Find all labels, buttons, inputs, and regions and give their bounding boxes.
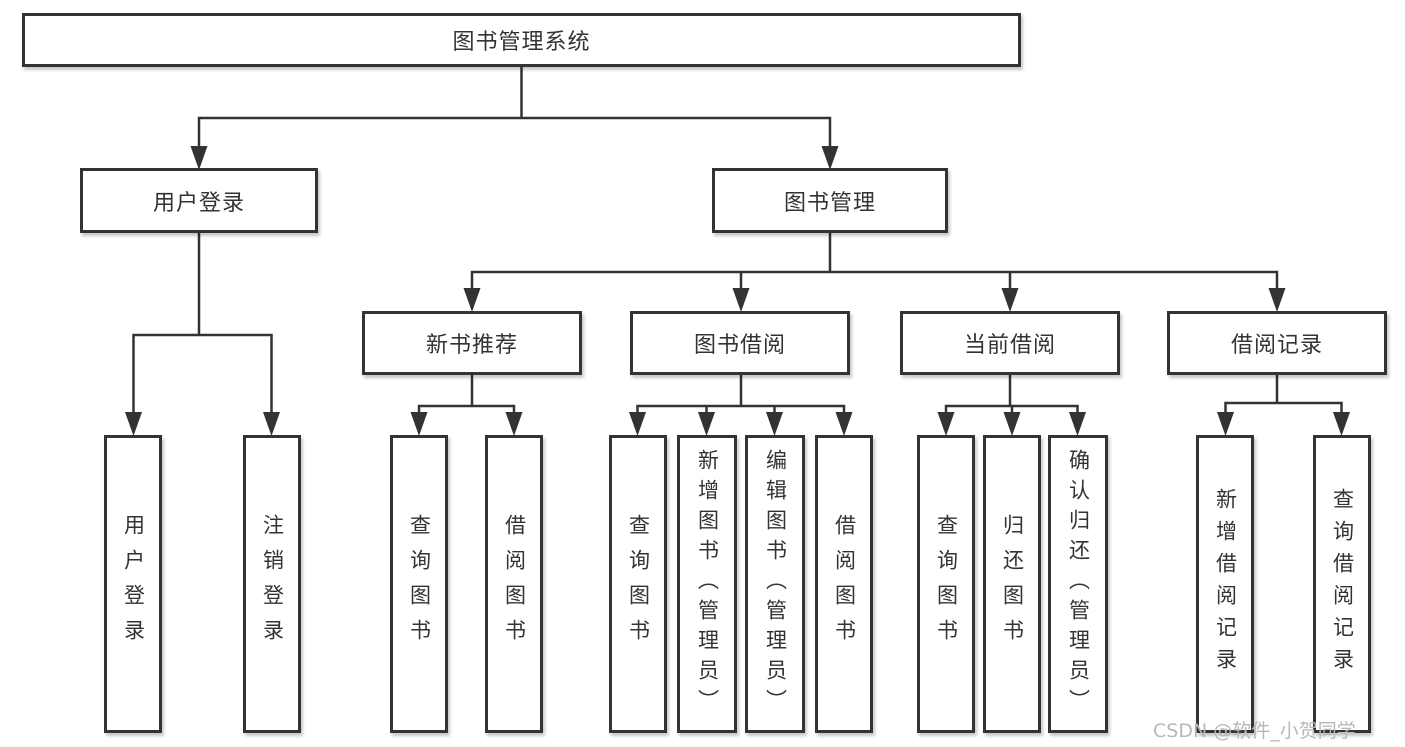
leaf-borrow-books: 借阅图书 (815, 435, 873, 733)
leaf-query-books-current: 查询图书 (917, 435, 975, 733)
leaf-query-books-recommend-label: 查询图书 (407, 514, 432, 654)
leaf-confirm-return-admin-label: 确认归还（管理员） (1066, 449, 1091, 719)
leaf-return-book-label: 归还图书 (1000, 514, 1025, 654)
leaf-user-login: 用户登录 (104, 435, 162, 733)
node-new-book-recommend: 新书推荐 (362, 311, 582, 375)
leaf-query-borrow-record: 查询借阅记录 (1313, 435, 1371, 733)
node-root-label: 图书管理系统 (452, 30, 591, 55)
leaf-add-book-admin: 新增图书（管理员） (677, 435, 737, 733)
leaf-borrow-books-recommend: 借阅图书 (485, 435, 543, 733)
node-borrowing-records-label: 借阅记录 (1230, 333, 1323, 358)
leaf-edit-book-admin: 编辑图书（管理员） (745, 435, 805, 733)
node-borrowing-records: 借阅记录 (1167, 311, 1387, 375)
leaf-user-login-label: 用户登录 (121, 514, 146, 654)
node-book-management-label: 图书管理 (783, 190, 876, 216)
node-root: 图书管理系统 (22, 13, 1021, 67)
node-user-login: 用户登录 (80, 168, 318, 233)
leaf-query-books-current-label: 查询图书 (934, 514, 959, 654)
leaf-confirm-return-admin: 确认归还（管理员） (1048, 435, 1108, 733)
leaf-query-books-borrow-label: 查询图书 (626, 514, 651, 654)
leaf-add-book-admin-label: 新增图书（管理员） (695, 449, 720, 719)
node-current-borrowing: 当前借阅 (900, 311, 1120, 375)
leaf-add-borrow-record-label: 新增借阅记录 (1213, 488, 1238, 680)
leaf-edit-book-admin-label: 编辑图书（管理员） (763, 449, 788, 719)
node-book-management: 图书管理 (712, 168, 948, 233)
csdn-watermark: CSDN @软件_小贺同学 (1153, 720, 1356, 742)
node-book-borrowing: 图书借阅 (630, 311, 850, 375)
node-new-book-recommend-label: 新书推荐 (425, 333, 518, 358)
leaf-borrow-books-recommend-label: 借阅图书 (502, 514, 527, 654)
node-current-borrowing-label: 当前借阅 (963, 333, 1056, 358)
node-user-login-label: 用户登录 (152, 190, 245, 216)
leaf-query-books-borrow: 查询图书 (609, 435, 667, 733)
node-book-borrowing-label: 图书借阅 (693, 333, 786, 358)
leaf-add-borrow-record: 新增借阅记录 (1196, 435, 1254, 733)
leaf-borrow-books-label: 借阅图书 (832, 514, 857, 654)
leaf-return-book: 归还图书 (983, 435, 1041, 733)
leaf-logout: 注销登录 (243, 435, 301, 733)
leaf-logout-label: 注销登录 (260, 514, 285, 654)
leaf-query-borrow-record-label: 查询借阅记录 (1330, 488, 1355, 680)
leaf-query-books-recommend: 查询图书 (390, 435, 448, 733)
